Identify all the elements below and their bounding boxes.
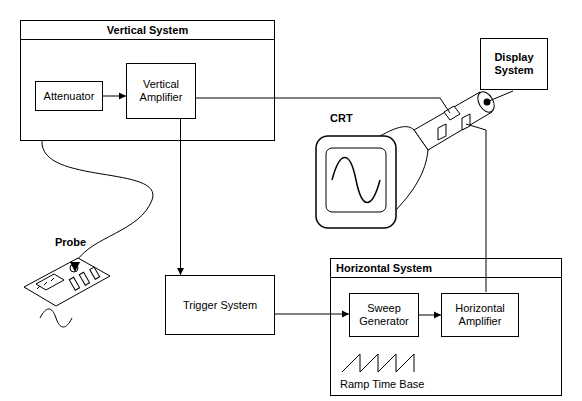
ramp-waveform [342,354,414,372]
circuit-board [24,258,110,327]
vertical-signal-wire [194,98,450,113]
system-group: Vertical SystemAttenuator Vertical Amplif… [20,20,275,141]
box-label: Horizontal Amplifier [445,302,515,328]
arrow-connector [103,93,126,100]
crt-tube [316,89,498,228]
box-label: Sweep Generator [353,302,415,328]
arrow-connector [177,119,184,275]
system-group: Horizontal SystemSweep Generator Horizont… [330,258,562,396]
process-box: Vertical Amplifier [126,63,196,119]
horizontal-signal-wire [466,124,486,292]
process-box: Attenuator [35,81,103,111]
arrow-connector [419,312,441,319]
deflection-plate [462,114,470,130]
group-heading: Horizontal System [331,259,561,278]
box-label: Attenuator [44,90,95,103]
process-box: Horizontal Amplifier [441,293,519,337]
part-label: CRT [330,112,353,124]
caption-label: Ramp Time Base [340,378,424,390]
display-wire [489,91,513,101]
box-label: Vertical Amplifier [130,78,192,104]
process-box: Trigger System [165,275,275,335]
deflection-plate [438,124,446,140]
probe-cable [42,141,153,262]
arrow-connector [275,311,349,318]
box-label: Trigger System [183,299,257,312]
process-box: Display System [480,38,548,90]
group-heading: Vertical System [21,21,274,40]
process-box: Sweep Generator [349,293,419,337]
part-label: Probe [55,236,86,248]
signal-wave [40,309,72,327]
box-label: Display System [484,51,544,77]
